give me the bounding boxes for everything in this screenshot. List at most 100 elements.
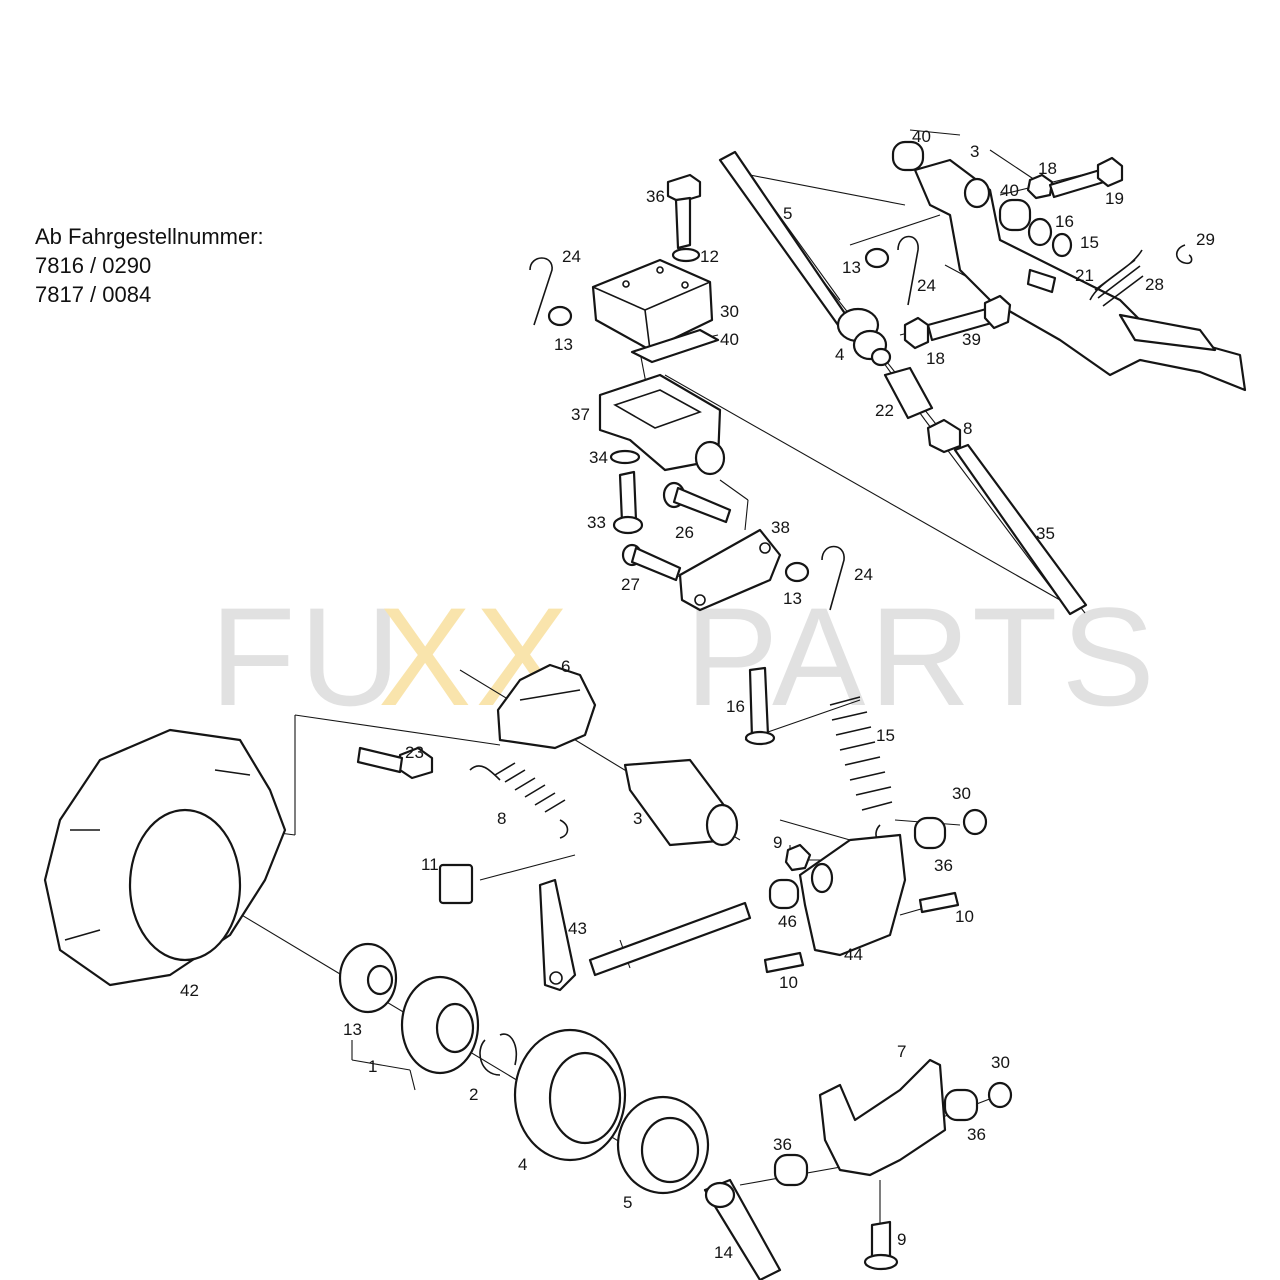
pedal-bore (963, 177, 991, 209)
pin-10b (763, 951, 805, 974)
spring-8 (469, 762, 569, 839)
washer-13c (784, 561, 810, 583)
nut-18b (903, 316, 930, 350)
callout-34: 34 (589, 448, 608, 467)
callout-18: 18 (926, 349, 945, 368)
callout-35: 35 (1036, 524, 1055, 543)
serial-heading: Ab Fahrgestellnummer: (35, 224, 264, 249)
pin-27 (630, 546, 682, 582)
clutch-housing-42 (43, 728, 287, 987)
callout-27: 27 (621, 575, 640, 594)
serial-number-note: Ab Fahrgestellnummer: 7816 / 0290 7817 /… (35, 222, 264, 309)
callout-18: 18 (1038, 159, 1057, 178)
callout-4: 4 (835, 345, 844, 364)
bolt-19-thread (1048, 168, 1106, 199)
callout-26: 26 (675, 523, 694, 542)
callout-13: 13 (842, 258, 861, 277)
callout-46: 46 (778, 912, 797, 931)
bolt-19-head (1096, 156, 1124, 188)
callout-13: 13 (554, 335, 573, 354)
bushing-36a (913, 816, 947, 850)
callout-7: 7 (897, 1042, 906, 1061)
callout-labels: 40 3 18 19 40 16 15 29 36 12 5 24 13 24 … (180, 127, 1215, 1262)
bolt-16-thread (748, 666, 770, 740)
callout-5: 5 (783, 204, 792, 223)
callout-37: 37 (571, 405, 590, 424)
callout-40: 40 (720, 330, 739, 349)
callout-3: 3 (633, 809, 642, 828)
callout-9: 9 (897, 1230, 906, 1249)
callout-3: 3 (970, 142, 979, 161)
bearing-group (338, 942, 710, 1195)
plate-11 (438, 863, 474, 905)
clamp-6 (496, 663, 597, 750)
washer-34 (609, 449, 641, 465)
cotter-pin-24b (529, 257, 553, 326)
callout-24: 24 (917, 276, 936, 295)
circlip-2 (479, 1033, 518, 1076)
lever-43 (538, 878, 577, 992)
bolt-23-thread (356, 746, 404, 774)
callout-16: 16 (1055, 212, 1074, 231)
callout-13: 13 (783, 589, 802, 608)
callout-15: 15 (1080, 233, 1099, 252)
washer-16 (1027, 217, 1053, 247)
callout-29: 29 (1196, 230, 1215, 249)
bolt-33-thread (618, 470, 638, 524)
washer-13a (864, 247, 890, 269)
callout-40: 40 (1000, 181, 1019, 200)
plate-40 (630, 328, 720, 364)
washer-30a (962, 808, 988, 836)
bolt-33-head (612, 515, 644, 535)
callout-38: 38 (771, 518, 790, 537)
callout-22: 22 (875, 401, 894, 420)
callout-4: 4 (518, 1155, 527, 1174)
bushing-40 (891, 140, 925, 172)
callout-5: 5 (623, 1193, 632, 1212)
pedal-assembly (864, 140, 1247, 392)
housing-bore (128, 808, 242, 962)
callout-16: 16 (726, 697, 745, 716)
callout-2: 2 (469, 1085, 478, 1104)
callout-10: 10 (955, 907, 974, 926)
lower-fork-group (703, 1058, 1013, 1280)
clutch-pedal-3 (913, 158, 1247, 392)
callout-6: 6 (561, 657, 570, 676)
shaft-43 (588, 901, 752, 977)
bushing-36d (773, 1153, 809, 1187)
upper-housing-group (529, 173, 845, 612)
serial-line-2: 7817 / 0084 (35, 282, 152, 307)
callout-8: 8 (963, 419, 972, 438)
callout-14: 14 (714, 1243, 733, 1262)
callout-19: 19 (1105, 189, 1124, 208)
callout-36: 36 (646, 187, 665, 206)
callout-44: 44 (844, 945, 863, 964)
pin-head-37 (694, 440, 726, 476)
fitting-21 (1026, 268, 1057, 294)
callout-36: 36 (934, 856, 953, 875)
clip-29 (1175, 244, 1193, 265)
callout-15: 15 (876, 726, 895, 745)
lever-38 (678, 528, 782, 612)
callout-24: 24 (854, 565, 873, 584)
watermark-fu: FU (210, 578, 405, 735)
callout-1: 1 (368, 1057, 377, 1076)
bolt-36-shank (674, 196, 692, 250)
nut-18 (1026, 173, 1054, 200)
callout-13: 13 (343, 1020, 362, 1039)
callout-39: 39 (962, 330, 981, 349)
clip-15 (1051, 232, 1073, 258)
pin-26 (672, 486, 732, 524)
cotter-pin-24a (897, 235, 919, 306)
callout-33: 33 (587, 513, 606, 532)
callout-24: 24 (562, 247, 581, 266)
bushing-36c (943, 1088, 979, 1122)
cotter-pin-24c (821, 545, 845, 611)
callout-36: 36 (967, 1125, 986, 1144)
callout-8: 8 (497, 809, 506, 828)
watermark: FU XX PARTS (210, 578, 1155, 735)
washer-30c (987, 1081, 1013, 1109)
lockwasher-12 (671, 247, 701, 263)
bushing-46 (768, 878, 800, 910)
pedal-pad (1118, 313, 1217, 352)
